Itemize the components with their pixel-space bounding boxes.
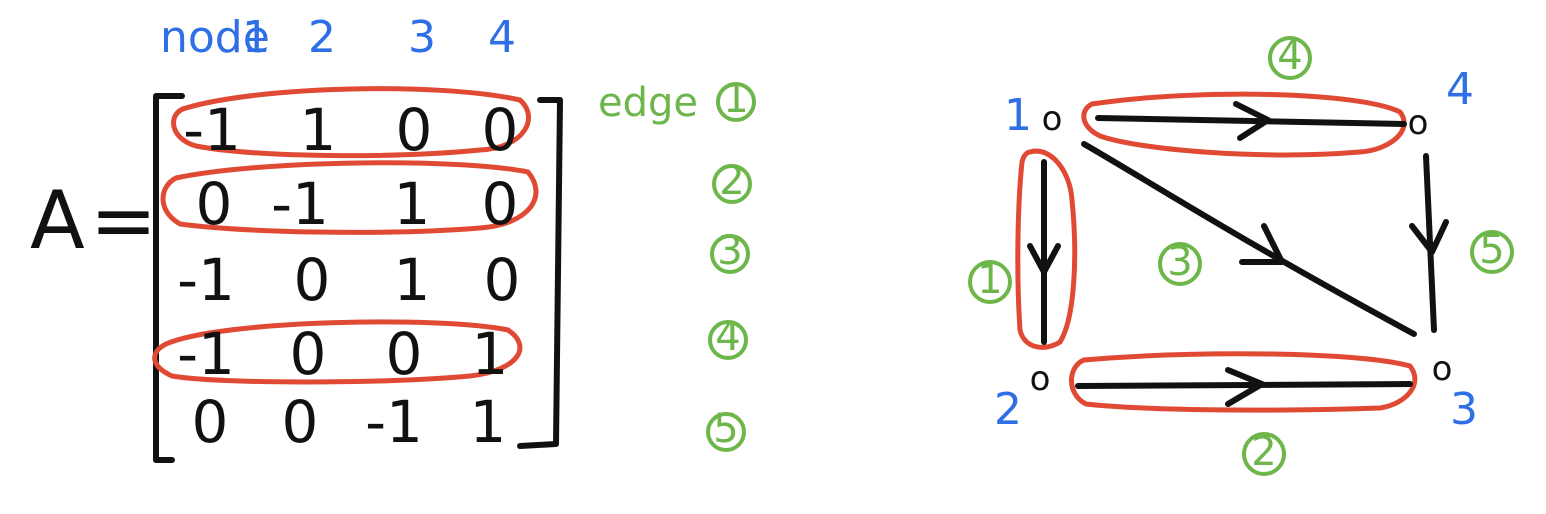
edge-label-2-circle (1242, 432, 1286, 476)
node-labels: 1 4 2 3 (994, 64, 1478, 435)
row-label-2: 2 (719, 158, 744, 204)
matrix-cell: -1 (177, 320, 235, 388)
edge-2-arrowhead (1225, 367, 1265, 407)
edge-label-3-circle (1158, 242, 1202, 286)
row-highlight-1 (171, 86, 531, 159)
row-highlight-4 (152, 319, 523, 385)
column-header-4: 4 (488, 12, 516, 63)
matrix-cells: -1 1 0 0 0 -1 1 0 -1 0 1 0 -1 0 0 1 0 0 … (177, 96, 520, 456)
row-header-prefix: edge (598, 80, 698, 126)
matrix-cell: -1 (183, 96, 241, 164)
edge-labels: 4 1 3 5 2 (968, 33, 1514, 476)
edge-2-line (1075, 381, 1413, 389)
matrix-cell: 0 (484, 246, 521, 314)
node-3-marker: o (1432, 349, 1453, 389)
node-2-label: 2 (994, 384, 1022, 435)
matrix-cell: 0 (282, 388, 319, 456)
graph-nodes: o o o o (1030, 99, 1453, 399)
column-header-prefix: node (160, 12, 270, 63)
row-labels: edge 1 2 3 4 5 (598, 76, 756, 452)
matrix-cell: 0 (482, 96, 519, 164)
matrix-panel: A = node 1 2 3 4 -1 1 0 0 0 -1 (30, 12, 756, 463)
edge-label-1: 1 (977, 257, 1002, 303)
matrix-cell: 0 (396, 96, 433, 164)
column-header-1: 1 (242, 12, 270, 63)
edge-label-1-circle (968, 260, 1012, 304)
edge-1-arrowhead (1027, 243, 1061, 275)
matrix-cell: -1 (177, 246, 235, 314)
edge-highlight-1 (1015, 148, 1078, 350)
matrix-cell: -1 (271, 170, 329, 238)
row-label-2-circle (712, 164, 752, 204)
row-label-4-circle (708, 320, 748, 360)
column-headers: node 1 2 3 4 (160, 12, 516, 63)
node-1-marker: o (1042, 99, 1063, 139)
edge-label-2: 2 (1251, 429, 1276, 475)
edge-label-5-circle (1470, 230, 1514, 274)
edge-label-3: 3 (1167, 239, 1192, 285)
edge-3-line (1081, 141, 1417, 337)
left-bracket (153, 93, 185, 463)
matrix-symbol: A (30, 174, 85, 267)
edge-highlights (1015, 91, 1418, 413)
row-label-3: 3 (717, 228, 742, 274)
row-label-1: 1 (723, 76, 748, 122)
equals-sign: = (90, 174, 157, 267)
row-label-5-circle (706, 412, 746, 452)
matrix-cell: 1 (394, 170, 431, 238)
matrix-cell: 0 (386, 320, 423, 388)
node-3-label: 3 (1450, 384, 1478, 435)
edge-5-arrowhead (1409, 219, 1449, 255)
matrix-cell: 0 (294, 246, 331, 314)
matrix-cell: 0 (196, 170, 233, 238)
row-label-4: 4 (715, 314, 740, 360)
matrix-cell: 0 (482, 170, 519, 238)
graph-panel: o o o o 1 4 2 3 4 1 3 5 2 (968, 33, 1514, 476)
matrix-cell: 1 (470, 388, 507, 456)
edge-label-4-circle (1268, 36, 1312, 80)
matrix-cell: 1 (394, 246, 431, 314)
node-1-label: 1 (1004, 90, 1032, 141)
edge-label-4: 4 (1277, 33, 1302, 79)
edge-label-5: 5 (1479, 227, 1504, 273)
row-label-1-circle (716, 82, 756, 122)
column-header-2: 2 (308, 12, 336, 63)
edge-highlight-2 (1069, 351, 1418, 413)
graph-edges (1027, 101, 1449, 407)
row-label-3-circle (710, 234, 750, 274)
node-4-marker: o (1408, 103, 1429, 143)
matrix-cell: 0 (192, 388, 229, 456)
node-2-marker: o (1030, 359, 1051, 399)
column-header-3: 3 (408, 12, 436, 63)
row-highlights (152, 86, 539, 385)
matrix-cell: -1 (365, 388, 423, 456)
edge-3-arrowhead (1239, 223, 1285, 265)
right-bracket (517, 97, 563, 449)
edge-highlight-4 (1081, 91, 1407, 158)
edge-4-line (1095, 115, 1407, 127)
row-highlight-2 (160, 160, 539, 235)
matrix-cell: 0 (290, 320, 327, 388)
node-4-label: 4 (1446, 64, 1474, 115)
matrix-cell: 1 (300, 96, 337, 164)
edge-5-line (1423, 153, 1437, 333)
row-label-5: 5 (713, 406, 738, 452)
edge-4-arrowhead (1233, 101, 1271, 141)
matrix-cell: 1 (472, 320, 509, 388)
